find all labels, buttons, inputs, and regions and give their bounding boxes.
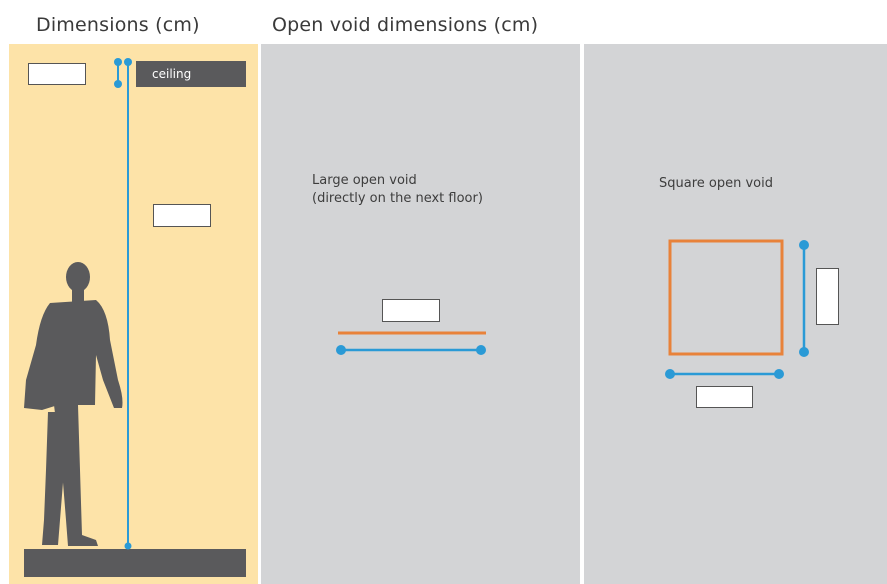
square-void-depth-input[interactable] [816, 268, 839, 325]
square-void-depth-marker [799, 240, 809, 357]
dimensions-heading: Dimensions (cm) [36, 14, 200, 36]
open-void-heading: Open void dimensions (cm) [272, 14, 539, 36]
large-void-label-line1: Large open void [312, 173, 417, 188]
large-void-width-marker [336, 345, 486, 355]
floor-bar [24, 549, 246, 577]
square-void-width-marker [665, 369, 784, 379]
large-void-label-line2: (directly on the next floor) [312, 191, 483, 206]
square-void-width-input[interactable] [696, 386, 753, 408]
ceiling-bar: ceiling [136, 61, 246, 87]
square-void-label: Square open void [659, 176, 773, 191]
square-void-outline [668, 239, 784, 356]
ceiling-thickness-input[interactable] [28, 63, 86, 85]
large-void-width-input[interactable] [382, 299, 440, 322]
room-height-line [124, 62, 132, 550]
ceiling-thickness-marker-icon [114, 58, 132, 88]
large-void-label: Large open void (directly on the next fl… [312, 172, 483, 208]
person-silhouette-icon [24, 262, 123, 546]
room-height-input[interactable] [153, 204, 211, 227]
ceiling-label: ceiling [152, 67, 192, 81]
